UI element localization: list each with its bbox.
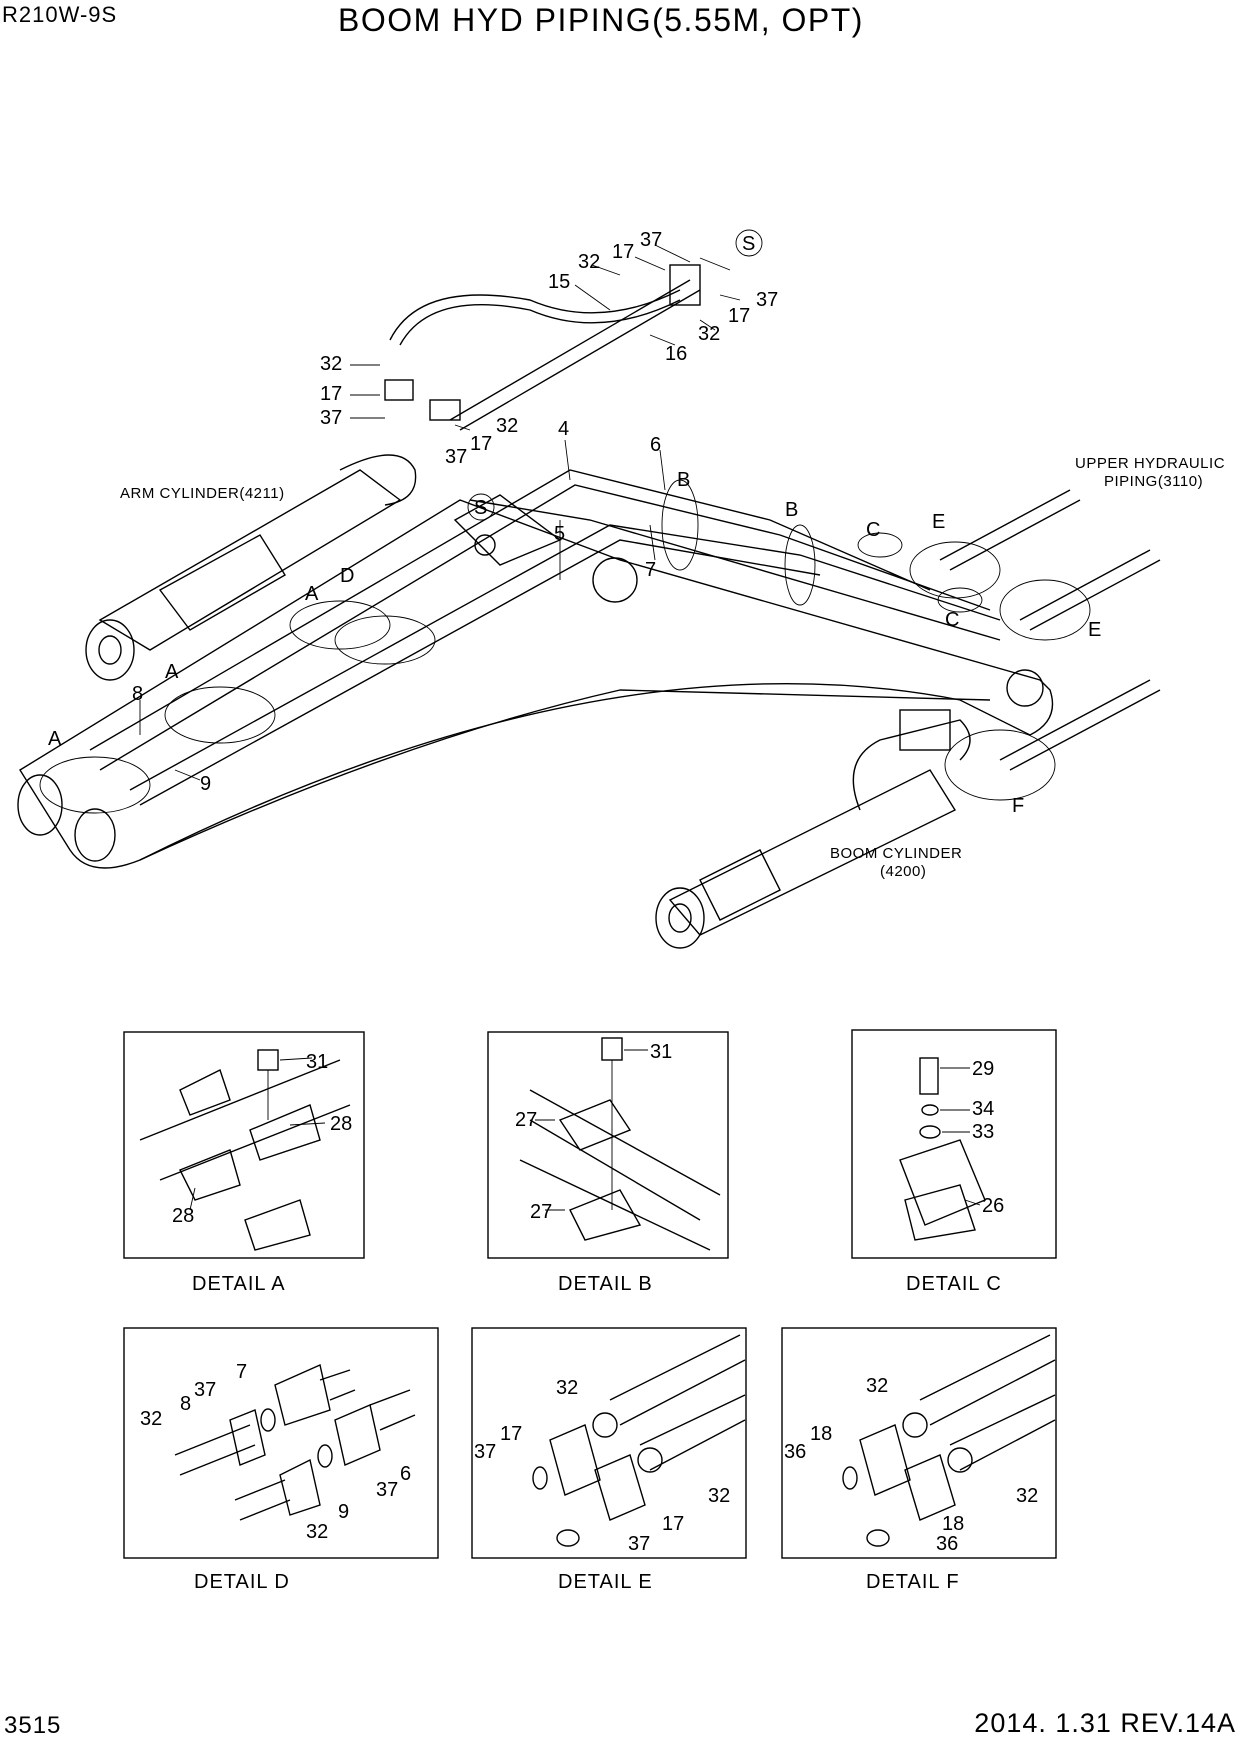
detail-a: 31 28 28 DETAIL A (123, 1031, 365, 1295)
upper-hyd-code: PIPING(3110) (1104, 473, 1203, 490)
part-label: 17 (728, 305, 750, 327)
part-label: 17 (612, 241, 634, 263)
detail-label: 27 (530, 1201, 552, 1223)
part-label-s: S (474, 497, 487, 519)
detail-label: 27 (515, 1109, 537, 1131)
part-label: 32 (578, 251, 600, 273)
part-label: 16 (665, 343, 687, 365)
detail-title: DETAIL B (558, 1273, 653, 1295)
part-label: 37 (640, 229, 662, 251)
part-label: B (677, 469, 690, 491)
detail-e: 32 17 37 32 17 37 DETAIL E (471, 1327, 747, 1593)
detail-title: DETAIL F (866, 1571, 960, 1593)
part-label: B (785, 499, 798, 521)
part-label: 37 (756, 289, 778, 311)
part-label: F (1012, 795, 1024, 817)
upper-piping-assembly (661, 479, 1161, 801)
part-label: 6 (650, 434, 661, 456)
callouts: ARM CYLINDER(4211) BOOM CYLINDER (4200) … (120, 455, 1225, 880)
detail-label: 36 (936, 1533, 958, 1555)
detail-label: 31 (306, 1051, 328, 1073)
part-label: 8 (132, 683, 143, 705)
detail-label: 32 (866, 1375, 888, 1397)
detail-label: 32 (306, 1521, 328, 1543)
detail-label: 37 (194, 1379, 216, 1401)
top-hose (384, 264, 701, 431)
boom-body (17, 494, 1054, 869)
page-title: BOOM HYD PIPING(5.55M, OPT) (338, 2, 864, 38)
part-label: A (305, 583, 319, 605)
detail-label: 37 (376, 1479, 398, 1501)
part-label: 4 (558, 418, 569, 440)
detail-label: 26 (982, 1195, 1004, 1217)
detail-title: DETAIL E (558, 1571, 653, 1593)
detail-label: 9 (338, 1501, 349, 1523)
model-code: R210W-9S (2, 2, 118, 27)
part-label: 32 (496, 415, 518, 437)
detail-label: 31 (650, 1041, 672, 1063)
revision-date: 2014. 1.31 REV.14A (974, 1708, 1236, 1738)
part-label: 37 (445, 446, 467, 468)
part-label-s: S (742, 233, 755, 255)
detail-label: 28 (172, 1205, 194, 1227)
boom-cylinder (655, 709, 971, 949)
part-label: 5 (554, 523, 565, 545)
detail-label: 32 (556, 1377, 578, 1399)
detail-label: 32 (1016, 1485, 1038, 1507)
detail-label: 36 (784, 1441, 806, 1463)
part-label: E (1088, 619, 1101, 641)
part-labels: 37 17 32 15 17 37 32 16 32 17 37 32 17 3… (48, 229, 1101, 817)
part-label: E (932, 511, 945, 533)
detail-label: 37 (474, 1441, 496, 1463)
part-label: C (866, 519, 880, 541)
detail-label: 32 (140, 1408, 162, 1430)
detail-label: 32 (708, 1485, 730, 1507)
detail-f: 32 18 36 32 18 36 DETAIL F (781, 1327, 1057, 1593)
leader-lines (139, 244, 741, 781)
detail-label: 34 (972, 1098, 994, 1120)
detail-label: 37 (628, 1533, 650, 1555)
detail-title: DETAIL C (906, 1273, 1002, 1295)
boom-cylinder-callout: BOOM CYLINDER (830, 845, 962, 862)
upper-hyd-callout: UPPER HYDRAULIC (1075, 455, 1225, 472)
part-label: 17 (320, 383, 342, 405)
detail-label: 17 (662, 1513, 684, 1535)
detail-label: 7 (236, 1361, 247, 1383)
page-number: 3515 (4, 1712, 62, 1739)
arm-cylinder-callout: ARM CYLINDER(4211) (120, 485, 285, 502)
detail-label: 18 (942, 1513, 964, 1535)
part-label: A (165, 661, 179, 683)
detail-label: 29 (972, 1058, 994, 1080)
arm-cylinder (85, 454, 417, 681)
part-label: 15 (548, 271, 570, 293)
part-label: 32 (698, 323, 720, 345)
detail-d: 7 37 8 32 6 37 9 32 DETAIL D (123, 1327, 439, 1593)
part-label: D (340, 565, 354, 587)
part-label: 7 (645, 559, 656, 581)
detail-label: 28 (330, 1113, 352, 1135)
boom-cylinder-code: (4200) (880, 863, 926, 880)
detail-title: DETAIL A (192, 1273, 286, 1295)
detail-c: 29 34 33 26 DETAIL C (851, 1029, 1057, 1295)
part-label: 32 (320, 353, 342, 375)
boom-pipes (89, 469, 1001, 806)
part-label: 17 (470, 433, 492, 455)
detail-label: 33 (972, 1121, 994, 1143)
detail-b: 31 27 27 DETAIL B (487, 1031, 729, 1295)
clamp-zones (39, 600, 436, 814)
detail-title: DETAIL D (194, 1571, 290, 1593)
part-label: C (945, 609, 959, 631)
detail-label: 18 (810, 1423, 832, 1445)
detail-label: 8 (180, 1393, 191, 1415)
part-label: 9 (200, 773, 211, 795)
part-label: 37 (320, 407, 342, 429)
detail-label: 6 (400, 1463, 411, 1485)
detail-label: 17 (500, 1423, 522, 1445)
part-label: A (48, 728, 62, 750)
